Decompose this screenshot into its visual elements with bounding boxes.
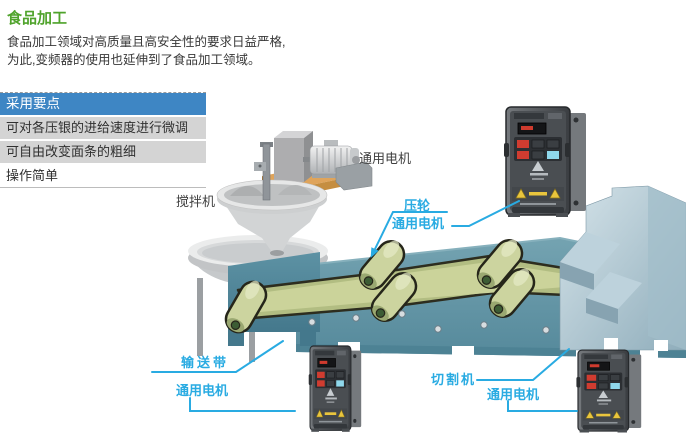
conveyor-belt-label: 输送带 — [181, 355, 230, 370]
cutter-machine-illustration — [559, 185, 686, 351]
cutter-label: 切割机 — [431, 372, 477, 387]
mixer-illustration — [216, 142, 328, 256]
motor-bottom-right-label: 通用电机 — [487, 387, 540, 402]
page-title: 食品加工 — [7, 10, 68, 27]
general-motor-illustration — [262, 131, 373, 197]
table-row: 可对各压银的进给速度进行微调 — [0, 117, 206, 141]
mixer-label: 搅拌机 — [176, 194, 216, 209]
pressure-roller-label: 压轮 — [404, 198, 431, 213]
inverter-top-right — [503, 106, 587, 218]
table-row: 操作简单 — [0, 165, 206, 188]
motor-mid-label: 通用电机 — [392, 216, 445, 231]
table-header: 采用要点 — [0, 93, 206, 117]
adoption-points-table: 采用要点 可对各压银的进给速度进行微调 可自由改变面条的粗细 操作简单 — [0, 92, 206, 188]
leader-lines — [151, 200, 578, 412]
motor-top-label: 通用电机 — [359, 151, 412, 166]
table-row: 可自由改变面条的粗细 — [0, 141, 206, 165]
base-screws — [308, 310, 550, 334]
intro-line-2: 为此,变频器的使用也延伸到了食品加工领域。 — [7, 53, 261, 67]
inverter-bottom-center — [308, 345, 362, 433]
intro-paragraph: 食品加工领域对高质量且高安全性的要求日益严格, 为此,变频器的使用也延伸到了食品… — [7, 33, 285, 69]
inverter-bottom-right — [575, 349, 642, 433]
motor-bottom-left-label: 通用电机 — [176, 383, 229, 398]
intro-line-1: 食品加工领域对高质量且高安全性的要求日益严格, — [7, 35, 286, 49]
